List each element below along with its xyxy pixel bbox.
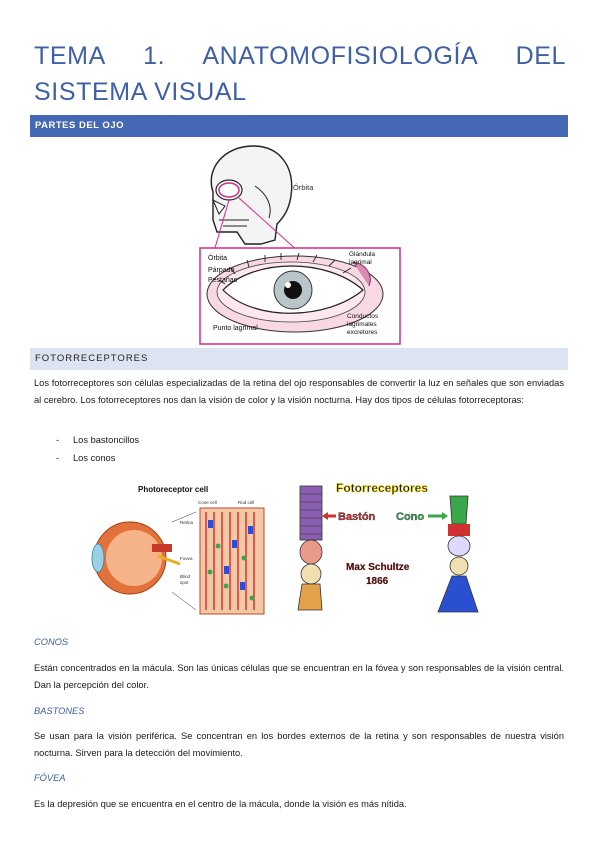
fotorreceptores-paragraph: Los fotorreceptores son células especial… xyxy=(34,378,564,405)
label-conductos: Conductos xyxy=(347,313,379,320)
retina-label: Retina xyxy=(180,520,194,525)
photoreceptor-figure-title: Photoreceptor cell xyxy=(138,485,208,494)
label-conductos-2: lagrimales xyxy=(347,321,377,328)
label-punto-lagrimal: Punto lagrimal xyxy=(213,325,258,332)
eye-illustration xyxy=(206,252,384,333)
baston-label: Bastón xyxy=(338,511,376,523)
eye-anatomy-figure: Órbita Órbita Párpado Pestañas Punto lag… xyxy=(199,145,401,345)
list-item: -Los bastoncillos xyxy=(56,435,140,445)
label-glandula: Glándula xyxy=(349,251,375,258)
bastones-heading: BASTONES xyxy=(34,706,85,716)
photoreceptor-type-list: -Los bastoncillos -Los conos xyxy=(56,431,139,467)
label-orbita-top: Órbita xyxy=(293,183,314,192)
label-conductos-3: excretores xyxy=(347,329,378,336)
eyeball-illustration xyxy=(91,521,181,595)
conos-paragraph: Están concentrados en la mácula. Son las… xyxy=(34,663,564,690)
fovea-paragraph: Es la depresión que se encuentra en el c… xyxy=(34,799,407,809)
cone-cell-illustration xyxy=(437,495,479,613)
photoreceptor-cell-figure: Photoreceptor cell Cone cell Rod cell Re… xyxy=(91,485,265,615)
fovea-heading: FÓVEA xyxy=(34,773,66,783)
fotorreceptores-figure-title: Fotorreceptores xyxy=(336,481,428,495)
rod-cell-illustration xyxy=(297,485,323,611)
year-label: 1866 xyxy=(366,576,389,587)
page-title: TEMA 1. ANATOMOFISIOLOGÍA DEL SISTEMA VI… xyxy=(34,42,566,106)
section-heading-label: FOTORRECEPTORES xyxy=(35,353,149,364)
cone-cell-label: Cone cell xyxy=(198,500,217,505)
bastones-paragraph: Se usan para la visión periférica. Se co… xyxy=(34,731,564,758)
rod-cell-label: Rod cell xyxy=(238,500,254,505)
label-parpado: Párpado xyxy=(208,267,235,274)
author-label: Max Schultze xyxy=(346,562,410,573)
blind-spot-label-2: spot xyxy=(180,580,189,585)
retina-cell-layer xyxy=(199,507,265,615)
blind-spot-label: Blind xyxy=(180,574,191,579)
section-heading-fotorreceptores: FOTORRECEPTORES xyxy=(30,348,568,370)
label-pestanas: Pestañas xyxy=(208,277,238,284)
fotorreceptores-figure: Fotorreceptores Bastón Cono Max Schultze… xyxy=(297,481,479,613)
conos-heading: CONOS xyxy=(34,637,69,647)
list-item: -Los conos xyxy=(56,453,116,463)
skull-illustration xyxy=(210,145,293,245)
label-glandula-2: lagrimal xyxy=(349,259,372,266)
label-orbita: Órbita xyxy=(208,253,227,262)
section-heading-partes: PARTES DEL OJO xyxy=(30,115,568,137)
cono-label: Cono xyxy=(396,511,424,523)
fovea-label: Fovea xyxy=(180,556,193,561)
section-heading-label: PARTES DEL OJO xyxy=(35,120,124,131)
